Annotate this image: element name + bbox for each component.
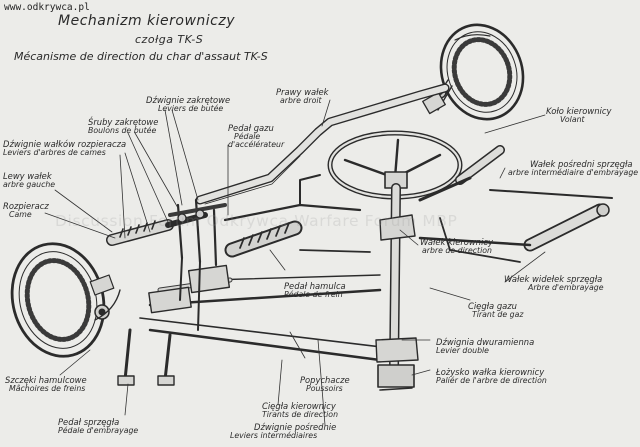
title-line-2: czołga TK-S bbox=[135, 33, 204, 46]
brake-pedal-spring bbox=[224, 220, 303, 258]
label-walek-posredni: Wałek pośredni sprzęgła arbre intermédia… bbox=[508, 159, 639, 177]
left-brake-drum bbox=[10, 242, 121, 358]
label-dzwignie-zakretne: Dźwignie zakrętowe Leviers de butée bbox=[146, 95, 231, 113]
label-ciegla-kierownicy: Cięgła kierownicy Tirants de direction bbox=[262, 401, 339, 419]
label-rozpieracz: Rozpieracz Came bbox=[3, 201, 49, 219]
label-szczeki: Szczęki hamulcowe Mâchoires de freins bbox=[5, 375, 87, 393]
right-shaft bbox=[195, 83, 450, 205]
label-lewy-walek: Lewy wałek arbre gauche bbox=[3, 171, 56, 189]
label-sruby-zakretne: Śruby zakrętowe Boulons de butée bbox=[88, 117, 159, 135]
clutch-intermediate-shaft bbox=[418, 145, 613, 202]
label-prawy-walek: Prawy wałek arbre droit bbox=[276, 87, 329, 105]
label-walek-kierownicy: Wałek kierownicy arbre de direction bbox=[420, 237, 493, 255]
title-line-1: Mechanizm kierowniczy bbox=[58, 13, 236, 29]
site-url[interactable]: www.odkrywca.pl bbox=[4, 2, 90, 13]
label-pedal-gazu: Pedał gazu Pédale d'accélérateur bbox=[228, 123, 285, 149]
leader-lines bbox=[44, 99, 546, 426]
steering-column bbox=[375, 183, 419, 391]
label-dzwignie-walkow: Dźwignie wałków rozpieracza Leviers d'ar… bbox=[3, 139, 127, 157]
title-subtitle: Mécanisme de direction du char d'assaut … bbox=[14, 50, 268, 63]
label-pedal-hamulca: Pedał hamulca Pédale de frein bbox=[284, 281, 346, 299]
pedals bbox=[117, 328, 175, 386]
label-popychacze: Popychacze Poussoirs bbox=[300, 375, 350, 393]
label-walek-widelek: Wałek widełek sprzęgła Arbre d'embrayage bbox=[504, 274, 604, 292]
label-lozysko-walka: Łożysko wałka kierownicy Paliér de l'arb… bbox=[436, 367, 547, 385]
watermark-text: Discussion Forum Odkrywca Warfare Forum … bbox=[55, 212, 458, 230]
label-kolo-kierownicy: Koło kierownicy Volant bbox=[546, 106, 612, 124]
accelerator-linkage bbox=[223, 174, 371, 253]
levers-cluster bbox=[168, 198, 227, 331]
lower-rods bbox=[139, 264, 391, 362]
label-pedal-sprzegla: Pedał sprzęgła Pédale d'embrayage bbox=[58, 417, 139, 435]
clutch-fork-shaft bbox=[418, 203, 610, 263]
label-ciegla-gazu: Cięgła gazu Tirant de gaz bbox=[468, 301, 524, 319]
label-dzwignie-posrednie: Dźwignie pośrednie Leviers intermédiaire… bbox=[230, 422, 337, 440]
label-dzwignia-dwuramienna: Dźwignia dwuramienna Levier double bbox=[436, 337, 535, 355]
right-brake-drum bbox=[422, 23, 525, 121]
